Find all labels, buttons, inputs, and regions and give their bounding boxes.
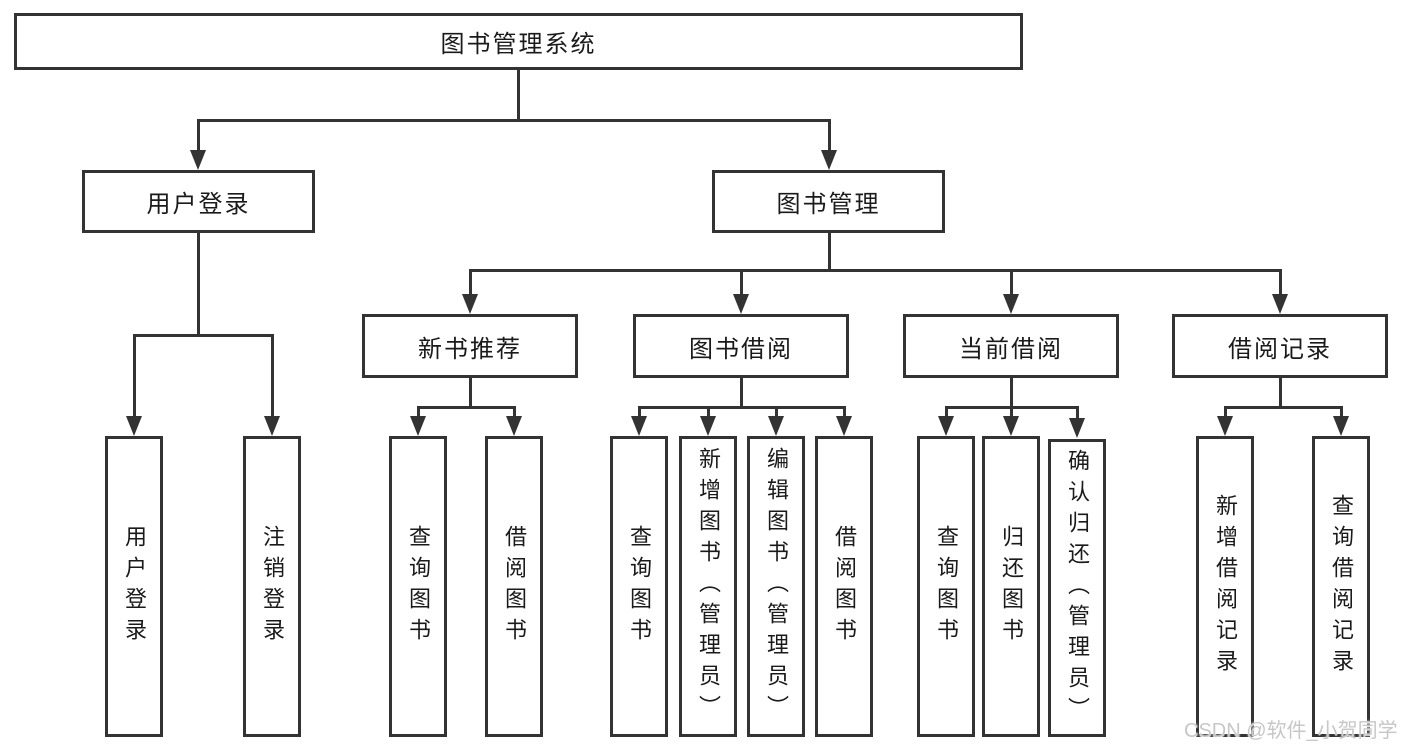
connector-line bbox=[945, 406, 948, 420]
connector-line bbox=[469, 378, 472, 408]
arrow-down-icon bbox=[836, 416, 852, 436]
connector-line bbox=[197, 233, 200, 336]
connector-line bbox=[197, 119, 831, 122]
node-label: 当前借阅 bbox=[959, 335, 1063, 363]
node-label: 图书借阅 bbox=[689, 335, 793, 363]
arrow-down-icon bbox=[410, 416, 426, 436]
leaf-query-books-recommend: 查询图书 bbox=[389, 436, 447, 737]
connector-line bbox=[1010, 406, 1013, 420]
leaf-label: 查询图书 bbox=[934, 524, 959, 649]
arrow-down-icon bbox=[506, 416, 522, 436]
arrow-down-icon bbox=[733, 294, 749, 314]
connector-line bbox=[1010, 269, 1013, 298]
arrow-down-icon bbox=[462, 294, 478, 314]
arrow-down-icon bbox=[1003, 416, 1019, 436]
arrow-down-icon bbox=[821, 150, 837, 170]
arrow-down-icon bbox=[190, 150, 206, 170]
leaf-add-borrow-record: 新增借阅记录 bbox=[1196, 436, 1254, 737]
node-root: 图书管理系统 bbox=[14, 13, 1023, 70]
leaf-label: 确认归还（管理员） bbox=[1065, 448, 1090, 728]
connector-line bbox=[1010, 378, 1013, 408]
connector-line bbox=[1340, 406, 1343, 420]
watermark: CSDN @软件_小贺同学 bbox=[1184, 720, 1398, 742]
leaf-return-books: 归还图书 bbox=[982, 436, 1040, 737]
connector-line bbox=[707, 406, 710, 420]
leaf-label: 新增借阅记录 bbox=[1213, 493, 1238, 680]
node-label: 用户登录 bbox=[146, 191, 251, 218]
connector-line bbox=[1279, 378, 1282, 408]
connector-line bbox=[517, 70, 520, 121]
node-book-borrow: 图书借阅 bbox=[633, 314, 849, 378]
arrow-down-icon bbox=[631, 416, 647, 436]
leaf-borrow-books: 借阅图书 bbox=[815, 436, 873, 737]
leaf-label: 查询图书 bbox=[406, 524, 431, 649]
arrow-down-icon bbox=[1272, 294, 1288, 314]
leaf-label: 新增图书（管理员） bbox=[696, 447, 721, 726]
leaf-add-books-admin: 新增图书（管理员） bbox=[679, 436, 737, 737]
connector-line bbox=[828, 119, 831, 154]
node-borrow-records: 借阅记录 bbox=[1172, 314, 1388, 378]
connector-line bbox=[1076, 406, 1079, 420]
leaf-label: 编辑图书（管理员） bbox=[764, 447, 789, 726]
connector-line bbox=[1224, 406, 1227, 420]
arrow-down-icon bbox=[126, 416, 142, 436]
leaf-user-login: 用户登录 bbox=[105, 436, 163, 737]
leaf-label: 借阅图书 bbox=[502, 524, 527, 649]
connector-line bbox=[271, 334, 274, 420]
leaf-query-books-current: 查询图书 bbox=[917, 436, 975, 737]
node-label: 图书管理 bbox=[776, 191, 881, 218]
connector-line bbox=[638, 406, 846, 409]
leaf-query-books-borrow: 查询图书 bbox=[610, 436, 668, 737]
node-book-management: 图书管理 bbox=[712, 170, 945, 233]
connector-line bbox=[775, 406, 778, 420]
leaf-label: 归还图书 bbox=[999, 524, 1024, 649]
connector-line bbox=[513, 406, 516, 420]
node-user-login: 用户登录 bbox=[82, 170, 315, 233]
node-new-book-recommend: 新书推荐 bbox=[362, 314, 578, 378]
node-label: 借阅记录 bbox=[1228, 335, 1332, 363]
connector-line bbox=[133, 334, 274, 337]
leaf-label: 查询借阅记录 bbox=[1329, 493, 1354, 680]
arrow-down-icon bbox=[938, 416, 954, 436]
node-label: 新书推荐 bbox=[418, 335, 522, 363]
connector-line bbox=[469, 269, 1282, 272]
leaf-label: 注销登录 bbox=[260, 524, 285, 649]
arrow-down-icon bbox=[264, 416, 280, 436]
connector-line bbox=[417, 406, 420, 420]
connector-line bbox=[740, 378, 743, 408]
node-current-borrow: 当前借阅 bbox=[903, 314, 1119, 378]
connector-line bbox=[638, 406, 641, 420]
connector-line bbox=[740, 269, 743, 298]
leaf-logout: 注销登录 bbox=[243, 436, 301, 737]
leaf-borrow-books-recommend: 借阅图书 bbox=[485, 436, 543, 737]
connector-line bbox=[133, 334, 136, 420]
leaf-query-borrow-record: 查询借阅记录 bbox=[1312, 436, 1370, 737]
connector-line bbox=[828, 233, 831, 271]
leaf-edit-books-admin: 编辑图书（管理员） bbox=[747, 436, 805, 737]
arrow-down-icon bbox=[1333, 416, 1349, 436]
connector-line bbox=[1279, 269, 1282, 298]
leaf-confirm-return-admin: 确认归还（管理员） bbox=[1048, 439, 1106, 737]
leaf-label: 借阅图书 bbox=[832, 524, 857, 649]
connector-line bbox=[197, 119, 200, 154]
arrow-down-icon bbox=[768, 416, 784, 436]
arrow-down-icon bbox=[1217, 416, 1233, 436]
leaf-label: 用户登录 bbox=[122, 524, 147, 649]
leaf-label: 查询图书 bbox=[627, 524, 652, 649]
connector-line bbox=[469, 269, 472, 298]
connector-line bbox=[417, 406, 516, 409]
arrow-down-icon bbox=[1069, 418, 1085, 438]
connector-line bbox=[1224, 406, 1342, 409]
arrow-down-icon bbox=[1003, 294, 1019, 314]
node-label: 图书管理系统 bbox=[440, 31, 597, 58]
arrow-down-icon bbox=[700, 416, 716, 436]
connector-line bbox=[843, 406, 846, 420]
